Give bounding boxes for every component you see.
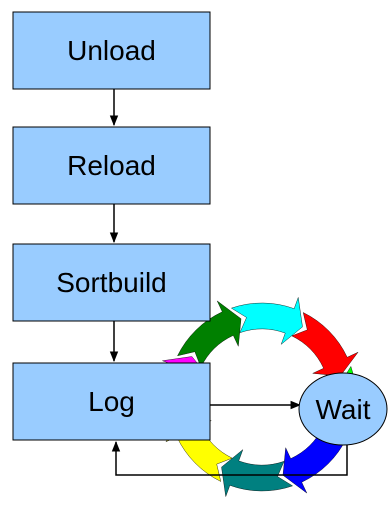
cycle-arrow-6 bbox=[177, 300, 242, 368]
step-label-unload: Unload bbox=[67, 35, 156, 66]
step-box-unload: Unload bbox=[12, 11, 211, 90]
wait-node: Wait bbox=[298, 372, 388, 446]
cycle-arrow-3 bbox=[221, 449, 294, 497]
step-box-reload: Reload bbox=[12, 126, 211, 205]
step-box-sortbuild: Sortbuild bbox=[12, 243, 211, 322]
step-label-reload: Reload bbox=[67, 150, 156, 181]
step-label-log: Log bbox=[88, 386, 135, 417]
step-label-sortbuild: Sortbuild bbox=[56, 267, 167, 298]
step-box-log: Log bbox=[12, 362, 211, 441]
wait-label: Wait bbox=[316, 394, 371, 425]
cycle-arrow-7 bbox=[230, 297, 303, 345]
arrow-wait-to-log bbox=[111, 430, 348, 476]
cycle-arrow-0 bbox=[291, 312, 359, 377]
